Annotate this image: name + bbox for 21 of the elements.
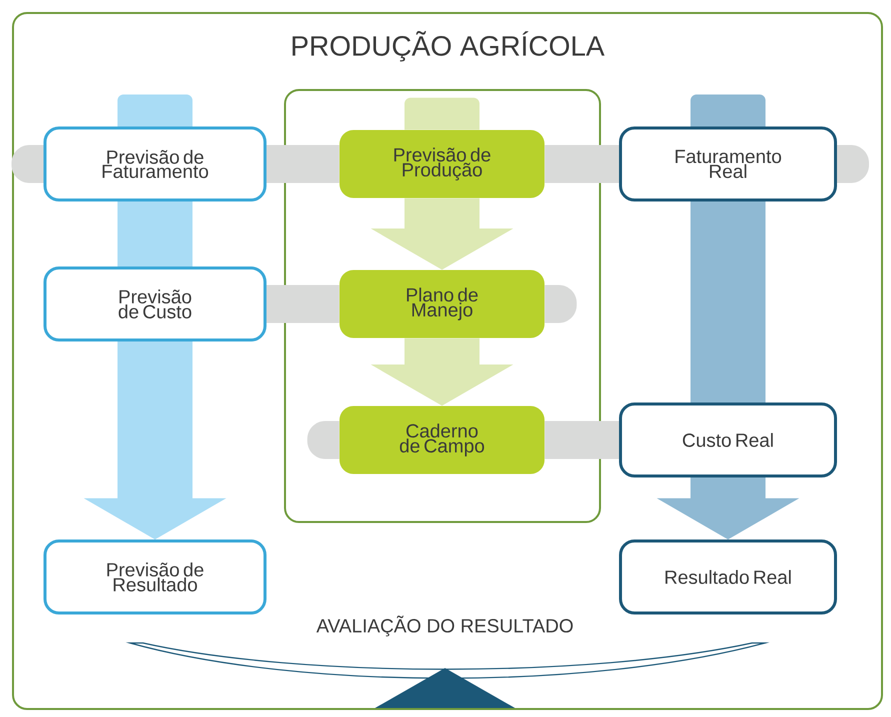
forecast-box: Previsão de Faturamento — [44, 126, 266, 202]
flow-arrow — [656, 478, 800, 540]
flow-arrow — [84, 342, 226, 540]
forecast-box: Previsão de Resultado — [44, 540, 266, 614]
actual-box: Faturamento Real — [619, 126, 837, 202]
group-box — [284, 89, 601, 523]
process-box: Plano de Manejo — [340, 270, 544, 338]
process-box: Previsão de Produção — [340, 130, 544, 198]
actual-box: Resultado Real — [619, 540, 837, 614]
actual-box: Custo Real — [619, 402, 837, 478]
connector-bar — [266, 285, 577, 323]
flow-arrow — [370, 338, 514, 406]
process-box: Caderno de Campo — [340, 406, 544, 474]
connector-bar — [690, 94, 766, 402]
caption-text: AVALIAÇÃO DO RESULTADO — [316, 616, 573, 636]
connector-bar — [307, 421, 619, 459]
connector-bar — [118, 94, 192, 266]
forecast-box: Previsão de Custo — [44, 266, 266, 342]
connector-bar — [544, 145, 869, 183]
flow-arrow — [370, 98, 514, 270]
connector-bar — [12, 145, 340, 183]
